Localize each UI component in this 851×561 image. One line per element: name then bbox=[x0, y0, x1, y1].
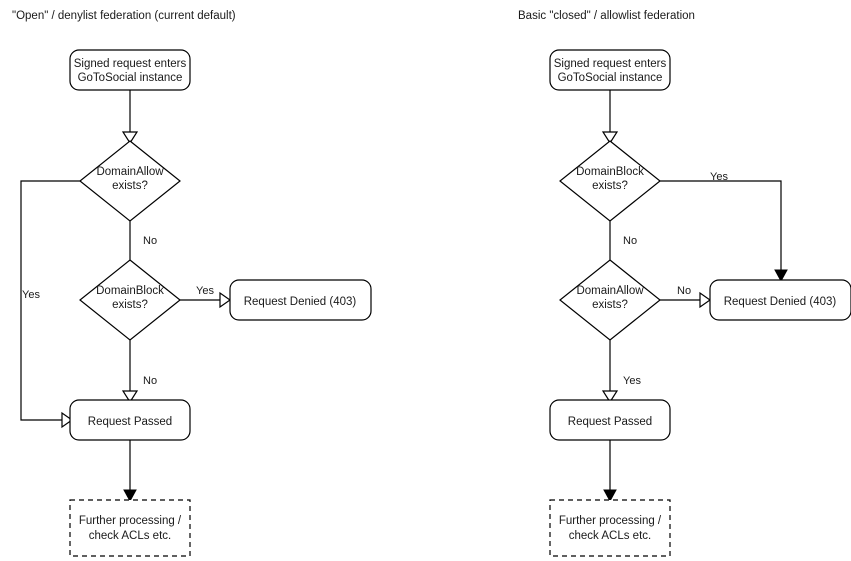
left-entry-node: Signed request enters GoToSocial instanc… bbox=[69, 49, 191, 91]
right-request-denied-label: Request Denied (403) bbox=[724, 296, 837, 308]
right-entry-line2: GoToSocial instance bbox=[558, 72, 663, 84]
left-request-denied-label: Request Denied (403) bbox=[244, 296, 357, 308]
left-domain-block-line2: exists? bbox=[112, 299, 148, 311]
left-request-denied-node: Request Denied (403) bbox=[229, 279, 372, 321]
right-arrowhead-denied-left bbox=[699, 291, 712, 309]
right-further-processing-shape bbox=[549, 499, 671, 557]
right-domain-allow-node: DomainAllow exists? bbox=[559, 259, 661, 341]
left-arrowhead-passed bbox=[121, 390, 139, 404]
right-further-processing-line2: check ACLs etc. bbox=[569, 530, 651, 542]
left-edge-label-no-1: No bbox=[143, 235, 157, 247]
right-domain-block-line1: DomainBlock bbox=[576, 166, 644, 178]
left-panel-title: "Open" / denylist federation (current de… bbox=[12, 10, 236, 22]
right-request-denied-node: Request Denied (403) bbox=[709, 279, 851, 321]
left-request-passed-node: Request Passed bbox=[69, 399, 191, 441]
left-further-processing-line1: Further processing / bbox=[79, 515, 182, 527]
panel-open-denylist: "Open" / denylist federation (current de… bbox=[12, 10, 372, 557]
right-request-denied-shape bbox=[709, 279, 851, 321]
left-request-denied-shape bbox=[229, 279, 372, 321]
right-arrowhead-block bbox=[601, 131, 619, 145]
left-further-processing-shape bbox=[69, 499, 191, 557]
right-arrowhead-denied-top bbox=[774, 269, 788, 283]
right-entry-line1: Signed request enters bbox=[554, 58, 667, 70]
left-further-processing-node: Further processing / check ACLs etc. bbox=[69, 499, 191, 557]
left-further-processing-line2: check ACLs etc. bbox=[89, 530, 171, 542]
right-arrowhead-further bbox=[603, 489, 617, 503]
left-domain-block-line1: DomainBlock bbox=[96, 285, 164, 297]
right-edge-label-yes-passed: Yes bbox=[623, 375, 641, 387]
left-arrowhead-denied bbox=[219, 291, 232, 309]
right-further-processing-line1: Further processing / bbox=[559, 515, 662, 527]
right-entry-shape bbox=[549, 49, 671, 91]
panel-closed-allowlist: Basic "closed" / allowlist federation Si… bbox=[518, 10, 851, 557]
left-edge-allow-yes-loop bbox=[20, 180, 80, 421]
left-entry-line1: Signed request enters bbox=[74, 58, 187, 70]
left-edge-label-no-2: No bbox=[143, 375, 157, 387]
left-arrowhead-further bbox=[123, 489, 137, 503]
right-edge-label-no-1: No bbox=[623, 235, 637, 247]
left-edge-label-yes-denied: Yes bbox=[196, 285, 214, 297]
right-request-passed-label: Request Passed bbox=[568, 416, 652, 428]
left-domain-allow-line1: DomainAllow bbox=[96, 166, 164, 178]
right-edge-block-yes bbox=[660, 180, 782, 272]
right-domain-block-line2: exists? bbox=[592, 180, 628, 192]
left-entry-line2: GoToSocial instance bbox=[78, 72, 183, 84]
right-panel-title: Basic "closed" / allowlist federation bbox=[518, 10, 695, 22]
right-entry-node: Signed request enters GoToSocial instanc… bbox=[549, 49, 671, 91]
left-entry-shape bbox=[69, 49, 191, 91]
left-request-passed-label: Request Passed bbox=[88, 416, 172, 428]
left-arrowhead-allow bbox=[121, 131, 139, 145]
right-domain-block-node: DomainBlock exists? bbox=[559, 140, 661, 222]
left-domain-allow-line2: exists? bbox=[112, 180, 148, 192]
right-edge-label-no-2: No bbox=[677, 285, 691, 297]
left-domain-block-node: DomainBlock exists? bbox=[79, 259, 181, 341]
right-domain-allow-line2: exists? bbox=[592, 299, 628, 311]
left-domain-allow-node: DomainAllow exists? bbox=[79, 140, 181, 222]
left-edge-label-yes-loop: Yes bbox=[22, 289, 40, 301]
right-arrowhead-passed bbox=[601, 390, 619, 404]
right-request-passed-node: Request Passed bbox=[549, 399, 671, 441]
right-edge-label-yes-denied: Yes bbox=[710, 171, 728, 183]
left-arrowhead-passed-from-loop bbox=[61, 411, 74, 429]
right-further-processing-node: Further processing / check ACLs etc. bbox=[549, 499, 671, 557]
right-domain-allow-line1: DomainAllow bbox=[576, 285, 644, 297]
